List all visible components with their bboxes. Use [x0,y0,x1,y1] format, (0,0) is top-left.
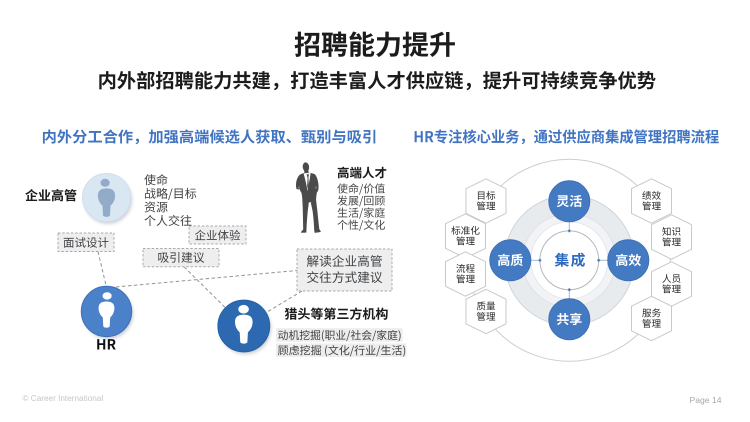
svg-text:© Career International: © Career International [23,394,104,403]
svg-text:Page 14: Page 14 [690,395,722,405]
